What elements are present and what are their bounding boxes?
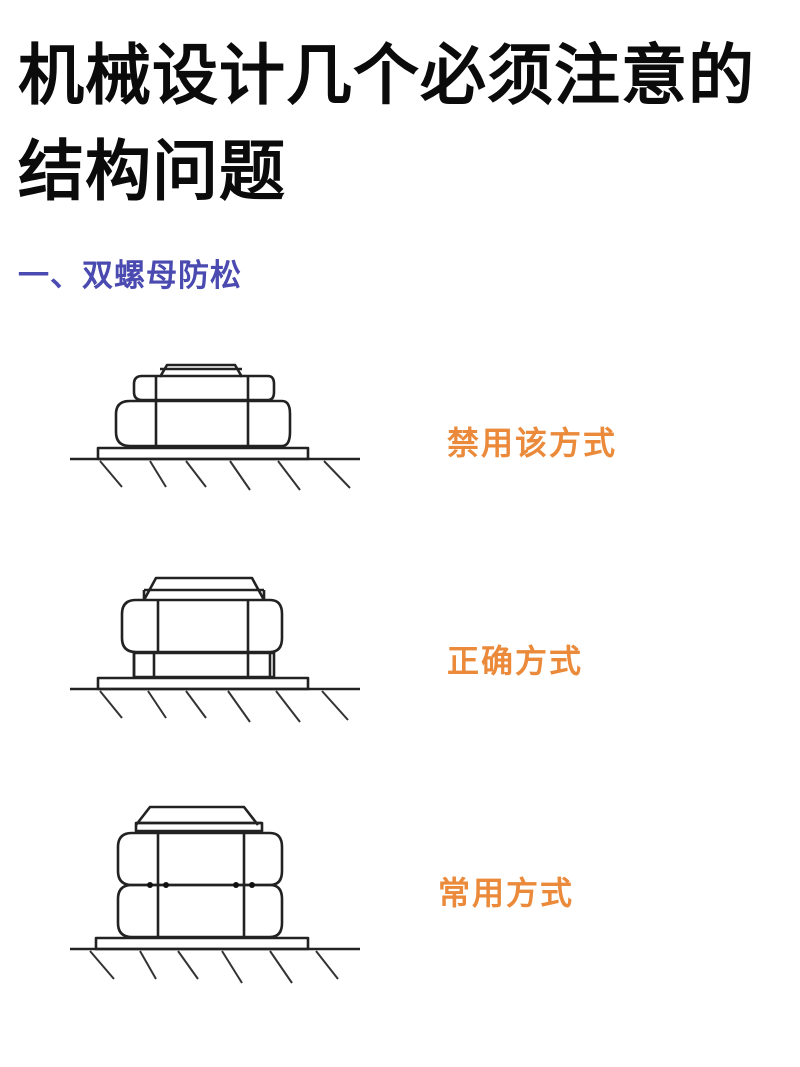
- page-title: 机械设计几个必须注意的结构问题: [18, 37, 755, 210]
- caption-correct: 正确方式: [447, 642, 584, 680]
- figure-common-method: [60, 795, 380, 995]
- double-nut-diagram-3: [70, 805, 360, 984]
- caption-forbidden: 禁用该方式: [447, 424, 618, 462]
- section-heading: 一、双螺母防松: [18, 258, 242, 294]
- double-nut-diagram-1: [70, 363, 360, 491]
- figure-forbidden-method: [60, 352, 380, 502]
- double-nut-diagram-2: [70, 576, 360, 723]
- figure-correct-method: [60, 570, 380, 730]
- caption-common: 常用方式: [438, 874, 575, 912]
